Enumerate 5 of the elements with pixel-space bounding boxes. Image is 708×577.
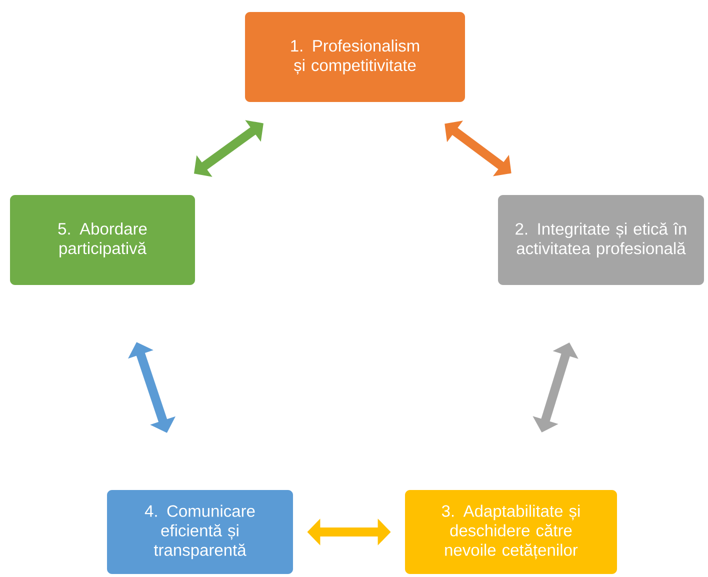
process-box: 3. Adaptabilitate și deschidere către nevoile cetățenilor	[405, 490, 617, 574]
process-box: 2. Integritate și etică în activitatea profesională	[498, 195, 704, 285]
process-box: 5. Abordare participativă	[10, 195, 195, 285]
process-box: 1. Profesionalism și competitivitate	[245, 12, 465, 102]
process-box: 4. Comunicare eficientă și transparentă	[107, 490, 293, 574]
